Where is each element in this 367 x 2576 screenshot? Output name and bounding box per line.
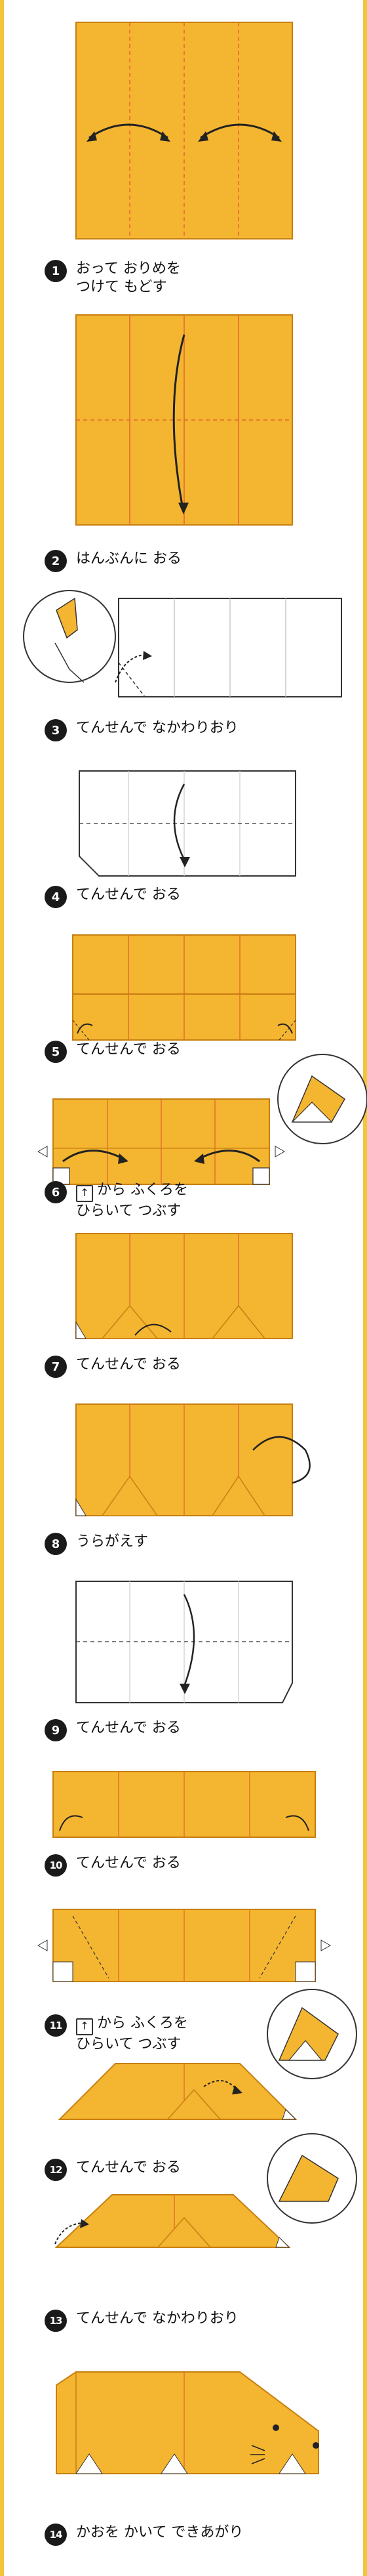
step-number-badge: 2 [45,550,67,572]
step-instruction: はんぶんに おる [76,551,182,567]
step-11-caption: 11 ↑から ふくろを ひらいて つぶす [45,2014,188,2052]
step-instruction: てんせんで おる [76,1041,181,1058]
step-instruction: ↑から ふくろを ひらいて つぶす [76,2015,188,2052]
step-number-badge: 8 [45,1533,67,1555]
step-instruction: てんせんで おる [76,1720,181,1736]
step-4-diagram [79,770,296,877]
step-number-badge: 3 [45,719,67,741]
step-number-badge: 7 [45,1356,67,1378]
step-number-badge: 9 [45,1719,67,1741]
step-number-badge: 14 [45,2524,67,2546]
step-instruction: てんせんで おる [76,2159,181,2176]
step-14-caption: 14 かおを かいて できあがり [45,2524,243,2552]
step-13-caption: 13 てんせんで なかわりおり [45,2310,239,2338]
up-arrow-icon: ↑ [76,2018,93,2035]
step-3-diagram [23,590,342,697]
step-1-caption: 1 おって おりめを つけて もどす [45,260,181,295]
step-9-diagram [75,1581,293,1703]
step-instruction: てんせんで なかわりおり [76,720,239,736]
step-instruction: てんせんで おる [76,1356,181,1373]
step-8-diagram [75,1403,311,1516]
nose-icon [313,2442,319,2449]
step-instruction: てんせんで おる [76,1855,181,1871]
step-12-caption: 12 てんせんで おる [45,2159,181,2188]
step-5-caption: 5 てんせんで おる [45,1041,181,1070]
step-10-diagram [52,1771,316,1838]
step-instruction: ↑から ふくろを ひらいて つぶす [76,1182,188,1219]
step-instruction: てんせんで おる [76,886,181,903]
step-number-badge: 6 [45,1181,67,1203]
step-5-diagram [72,934,296,1041]
step-number-badge: 1 [45,260,67,282]
step-4-caption: 4 てんせんで おる [45,886,181,915]
step-2-caption: 2 はんぶんに おる [45,550,182,579]
step-7-caption: 7 てんせんで おる [45,1356,181,1384]
step-6-diagram [37,1054,367,1185]
step-instruction: てんせんで なかわりおり [76,2310,239,2327]
step-2-diagram [75,314,293,526]
step-6-caption: 6 ↑から ふくろを ひらいて つぶす [45,1181,188,1219]
step-3-caption: 3 てんせんで なかわりおり [45,719,239,748]
step-10-caption: 10 てんせんで おる [45,1854,181,1883]
step-8-caption: 8 うらがえす [45,1533,148,1562]
step-number-badge: 5 [45,1041,67,1063]
step-number-badge: 4 [45,886,67,908]
step-instruction: かおを かいて できあがり [76,2524,244,2541]
step-number-badge: 13 [45,2310,67,2332]
step-number-badge: 10 [45,1854,67,1877]
step-1-diagram [75,22,293,239]
step-instruction: うらがえす [76,1533,149,1550]
step-9-caption: 9 てんせんで おる [45,1719,181,1748]
step-11-diagram [37,1909,332,1982]
step-14-diagram [56,2371,319,2474]
step-number-badge: 12 [45,2159,67,2181]
step-7-diagram [75,1233,293,1339]
step-number-badge: 11 [45,2014,67,2037]
step-instruction: おって おりめを つけて もどす [76,260,181,295]
step-13-diagram [54,2133,357,2248]
eye-icon [273,2424,279,2431]
step-12-diagram [58,1989,357,2120]
up-arrow-icon: ↑ [76,1185,93,1202]
